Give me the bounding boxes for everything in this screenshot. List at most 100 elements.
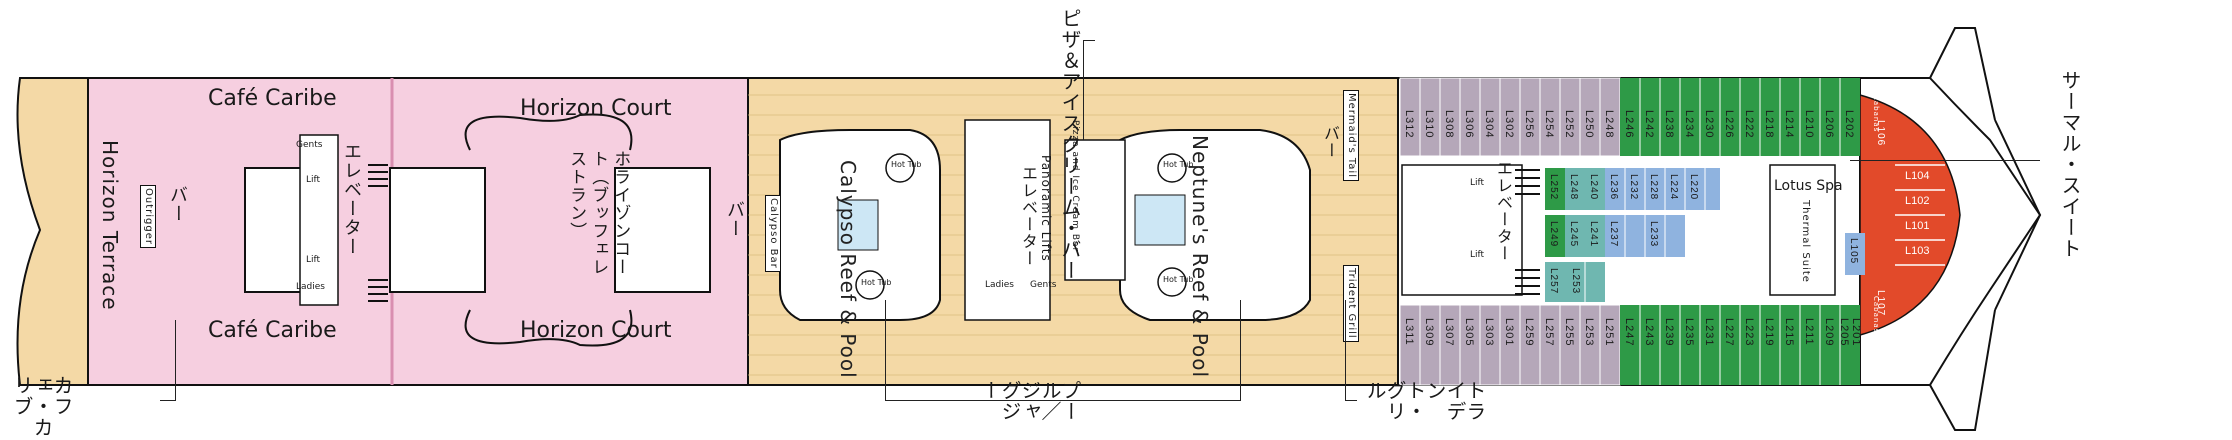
cabin-L106[interactable]: L106 (1875, 120, 1886, 147)
lift-fwd-2: Lift (1470, 250, 1485, 260)
cabin-L209[interactable]: L209 (1823, 318, 1835, 347)
cabin-L259[interactable]: L259 (1523, 318, 1535, 347)
calypso-bar-label: Calypso Bar (765, 195, 781, 272)
hot-tub-neptune-1: Hot Tub (1163, 160, 1194, 169)
cabin-L312[interactable]: L312 (1403, 110, 1415, 139)
mermaid-bar-jp-label: バー (1321, 125, 1340, 159)
cabin-inner-L240[interactable]: L240 (1588, 174, 1599, 201)
cabin-L201[interactable]: L201 (1850, 318, 1862, 347)
cabin-L310[interactable]: L310 (1423, 110, 1435, 139)
thermal-suite-label: Thermal Suite (1800, 200, 1811, 283)
cabin-L311[interactable]: L311 (1403, 318, 1415, 346)
cabin-L254[interactable]: L254 (1543, 110, 1555, 139)
lift-aft-2: Lift (306, 255, 321, 265)
cabin-L107[interactable]: L107 (1875, 290, 1886, 317)
cabin-L246[interactable]: L246 (1623, 110, 1635, 139)
cabin-L226[interactable]: L226 (1723, 110, 1735, 139)
cabin-L307[interactable]: L307 (1443, 318, 1455, 347)
cabin-L308[interactable]: L308 (1443, 110, 1455, 139)
cabin-inner-L252[interactable]: L252 (1548, 174, 1559, 201)
gents-mid-label: Gents (1030, 280, 1057, 290)
lift-aft-1: Lift (306, 175, 321, 185)
horizon-bar-jp-label: バー (724, 200, 745, 238)
cabin-L104[interactable]: L104 (1905, 170, 1930, 182)
cabin-L101[interactable]: L101 (1905, 220, 1930, 232)
cabin-inner-L224[interactable]: L224 (1668, 174, 1679, 201)
neptunes-pool-label: Neptune's Reef & Pool (1188, 135, 1212, 379)
aft-bar-jp-label: バー (167, 185, 188, 223)
cabanas-top-label: Cabanas (1872, 95, 1880, 133)
cabin-L235[interactable]: L235 (1683, 318, 1695, 347)
cabin-L214[interactable]: L214 (1783, 110, 1795, 139)
calypso-pool-label: Calypso Reef & Pool (836, 160, 860, 379)
cabin-L231[interactable]: L231 (1703, 318, 1715, 347)
cabin-L302[interactable]: L302 (1503, 110, 1515, 139)
cabin-L206[interactable]: L206 (1823, 110, 1835, 139)
cabin-L205[interactable]: L205 (1838, 318, 1850, 347)
cabin-L252[interactable]: L252 (1563, 110, 1575, 139)
cabin-L202[interactable]: L202 (1843, 110, 1855, 139)
lift-fwd-1: Lift (1470, 178, 1485, 188)
cabin-L102[interactable]: L102 (1905, 195, 1930, 207)
cabin-L218[interactable]: L218 (1763, 110, 1775, 139)
cabin-inner-L236[interactable]: L236 (1608, 174, 1619, 201)
cabin-L211[interactable]: L211 (1803, 318, 1815, 346)
cabin-L230[interactable]: L230 (1703, 110, 1715, 139)
cabin-inner-L233[interactable]: L233 (1648, 221, 1659, 248)
cabin-L238[interactable]: L238 (1663, 110, 1675, 139)
cabin-inner-L220[interactable]: L220 (1688, 174, 1699, 201)
cabin-L248[interactable]: L248 (1603, 110, 1615, 139)
cabin-L301[interactable]: L301 (1503, 318, 1515, 347)
cabin-L103[interactable]: L103 (1905, 245, 1930, 257)
ladies-aft-label: Ladies (296, 282, 325, 292)
horizon-court-bottom-label: Horizon Court (520, 318, 672, 343)
cabin-inner-L253[interactable]: L253 (1570, 268, 1581, 295)
cabin-inner-L245[interactable]: L245 (1568, 221, 1579, 248)
cabin-L215[interactable]: L215 (1783, 318, 1795, 347)
cabin-L239[interactable]: L239 (1663, 318, 1675, 347)
hot-tub-calypso-1: Hot Tub (891, 160, 922, 169)
cabin-inner-L237[interactable]: L237 (1608, 221, 1619, 248)
cabin-L309[interactable]: L309 (1423, 318, 1435, 347)
gents-aft-label: Gents (296, 140, 323, 150)
panoramic-lifts-label: Panoramic Lifts (1039, 155, 1053, 262)
cabin-L306[interactable]: L306 (1463, 110, 1475, 139)
cabin-L250[interactable]: L250 (1583, 110, 1595, 139)
pool-jacuzzi-jp-callout: プール／ジャグジー (978, 380, 1082, 422)
cabin-inner-L257[interactable]: L257 (1548, 268, 1559, 295)
ladies-mid-label: Ladies (985, 280, 1014, 290)
cabin-inner-L241[interactable]: L241 (1588, 221, 1599, 248)
cabin-inner-L232[interactable]: L232 (1628, 174, 1639, 201)
cabin-L247[interactable]: L247 (1623, 318, 1635, 347)
cabin-L256[interactable]: L256 (1523, 110, 1535, 139)
cafe-caribe-bottom-label: Café Caribe (208, 318, 337, 343)
cabin-L253[interactable]: L253 (1583, 318, 1595, 347)
cabin-inner-L228[interactable]: L228 (1648, 174, 1659, 201)
cabin-L305[interactable]: L305 (1463, 318, 1475, 347)
mermaids-tail-label: Mermaid's Tail (1343, 90, 1359, 181)
cabin-L303[interactable]: L303 (1483, 318, 1495, 347)
cabin-L219[interactable]: L219 (1763, 318, 1775, 347)
cabin-L257[interactable]: L257 (1543, 318, 1555, 347)
cabanas-bottom-label: Cabanas (1872, 296, 1880, 334)
cabin-L304[interactable]: L304 (1483, 110, 1495, 139)
cabin-L255[interactable]: L255 (1563, 318, 1575, 347)
elevator-fwd-jp-label: エレベーター (1494, 160, 1513, 262)
outrigger-label: Outrigger (140, 185, 156, 248)
lotus-spa-label: Lotus Spa (1774, 178, 1843, 194)
cabin-inner-L249[interactable]: L249 (1548, 221, 1559, 248)
trident-grill-jp-callout: トライデント・グリル (1363, 380, 1487, 422)
cabin-L105[interactable]: L105 (1848, 238, 1859, 265)
cabin-L223[interactable]: L223 (1743, 318, 1755, 347)
purple-cabins-bottom (1399, 304, 1621, 386)
cabin-L210[interactable]: L210 (1803, 110, 1815, 139)
cabin-L234[interactable]: L234 (1683, 110, 1695, 139)
cabin-L227[interactable]: L227 (1723, 318, 1735, 347)
cabin-L222[interactable]: L222 (1743, 110, 1755, 139)
cabin-L251[interactable]: L251 (1603, 318, 1615, 347)
cabin-L243[interactable]: L243 (1643, 318, 1655, 347)
cabin-inner-L248[interactable]: L248 (1568, 174, 1579, 201)
cabin-L242[interactable]: L242 (1643, 110, 1655, 139)
elevator-aft-jp-label: エレベーター (341, 142, 362, 256)
pizza-bar-jp-callout: ピザ＆アイスクリーム・バー (1058, 8, 1082, 281)
